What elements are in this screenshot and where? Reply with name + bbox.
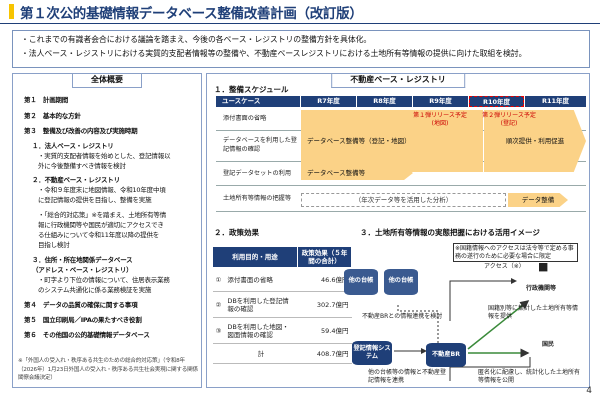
effect-row-no [212, 343, 225, 364]
intro-box: ・これまでの有識者会合における議論を踏まえ、今後の各ベース・レジストリの整備方針… [12, 30, 590, 68]
link-caption-1: 不動産BRとの情報連携を検討 [362, 313, 443, 320]
public-description: 匿名化に配慮し、統計化した土地所有等情報を公開 [478, 369, 581, 384]
page-title: 第１次公的基礎情報データベース整備改善計画（改訂版） [20, 5, 363, 22]
bar-rollout: 順次提供・利用促進 [484, 110, 586, 172]
overview-line: ・令和９年度末に地図情報、令和10年度中頃 [38, 186, 166, 194]
access-note: ※国籍情報へのアクセスは法令等で定める事務の遂行のために必要な場合に限定 [453, 243, 578, 262]
overview-line: 第１ 計画期間 [24, 96, 69, 104]
effect-col-value: 政策効果（５年間の合計） [297, 246, 352, 268]
row-4-label: 土地所有等情報の把握等 [223, 195, 292, 202]
overview-line: （アドレス・ベース・レジストリ） [32, 266, 133, 274]
effect-row-label: DBを利用した登記情報の確認 [224, 291, 298, 318]
usage-diagram: ※国籍情報へのアクセスは法令等で定める事務の遂行のために必要な場合に限定 他の台… [338, 241, 586, 387]
schedule-table: ユースケース R7年度 R8年度 R9年度 R10年度 R11年度 添付書面の省… [216, 96, 586, 216]
effect-col-purpose: 利用目的・用途 [212, 246, 298, 268]
public-label: 国民 [542, 341, 555, 348]
link-caption-2: 他の台帳等の情報と不動産登記情報を連携 [368, 369, 447, 384]
bar-dataset: データベース整備等 [301, 166, 413, 180]
page-number: 4 [586, 386, 592, 396]
bar-db-build: データベース整備等（登記・地図） [301, 110, 483, 172]
intro-line-1: ・これまでの有識者会合における議論を踏まえ、今後の各ベース・レジストリの整備方針… [21, 35, 372, 44]
row-3-label: 登記データセットの利用 [223, 170, 292, 177]
effect-row: ② DBを利用した登記情報の確認 302.7億円 [212, 291, 352, 318]
row-3: 登記データセットの利用 [216, 162, 586, 186]
access-label: アクセス（※） [484, 263, 525, 270]
br-cylinder: 不動産BR [426, 343, 466, 367]
release-2-label: 第２弾リリース予定(登記) [482, 112, 536, 127]
ledger-cylinder-1: 他の台帳 [344, 269, 378, 295]
effect-row-total: 計 408.7億円 [212, 343, 352, 364]
effect-row: ③ DBを利用した地図・図面情報の確認 59.4億円 [212, 317, 352, 344]
arrow-gov-green [467, 300, 530, 350]
overview-line: 第５ 国立印刷局／IPAの果たすべき役割 [24, 316, 142, 324]
effect-row-no: ① [212, 267, 225, 292]
effect-row: ① 添付書面の省略 46.6億円 [212, 267, 352, 292]
overview-line: ・実質的支配者情報を始めとした、登記情報以 [38, 152, 171, 160]
bar-analysis-label: （年次データ等を活用した分析） [354, 195, 453, 204]
overview-header: 全体概要 [72, 74, 142, 88]
bar-analysis: （年次データ等を活用した分析） [301, 193, 506, 207]
effect-row-label: 添付書面の省略 [224, 267, 298, 292]
effect-row-no: ② [212, 291, 225, 318]
effect-row-no: ③ [212, 317, 225, 344]
row-4: 土地所有等情報の把握等 [216, 186, 586, 212]
overview-line: 報に行政機関等や国民が適切にアクセスでき [38, 221, 164, 229]
arrow-to-gov [449, 278, 517, 321]
arrow-to-public [449, 357, 531, 381]
effect-row-value: 46.6億円 [297, 267, 352, 292]
row-1-label: 添付書面の省略 [223, 115, 267, 122]
overview-line: 第６ その他国の公的基礎情報データベース [24, 331, 150, 339]
effect-row-value: 302.7億円 [297, 291, 352, 318]
overview-line: ２．不動産ベース・レジストリ [32, 176, 120, 184]
overview-panel: 全体概要 [12, 73, 202, 388]
overview-line: 外に今後整備すべき情報を検討 [38, 162, 126, 170]
effect-total-label: 計 [224, 343, 298, 364]
col-usecase: ユースケース [216, 96, 300, 107]
bar-data-prep: データ整備 [508, 193, 568, 207]
col-r9: R9年度 [413, 96, 468, 107]
footnote: ※「外国人の受入れ・秩序ある共生のための総合的対応策」（令和8年（2026年）1… [18, 358, 198, 381]
overview-line: に登記情報の提供を目指し、整備を実施 [38, 196, 152, 204]
overview-line: ・「総合的対応策」※を踏まえ、土地所有等情 [38, 211, 166, 219]
realestate-panel: 不動産ベース・レジストリ [206, 73, 590, 388]
gov-description: 国籍別等に集計した土地所有等情報を提供 [488, 305, 579, 320]
effect-row-value: 59.4億円 [297, 317, 352, 344]
release-1-label: 第１弾リリース予定(地図) [413, 112, 467, 127]
diagram-lines [394, 278, 531, 381]
usage-heading: ３．土地所有等情報の実態把握における活用イメージ [360, 228, 540, 237]
effect-total-value: 408.7億円 [297, 343, 352, 364]
effect-row-label: DBを利用した地図・図面情報の確認 [224, 317, 298, 344]
col-r11: R11年度 [525, 96, 586, 107]
intro-line-2: ・法人ベース・レジストリにおける実質的支配者情報等の整備や、不動産ベースレジスト… [21, 49, 527, 58]
effect-heading: ２．政策効果 [214, 228, 259, 237]
realestate-header: 不動産ベース・レジストリ [331, 74, 465, 88]
bar-rollout-label: 順次提供・利用促進 [505, 136, 565, 145]
col-r10: R10年度 [469, 96, 524, 107]
overview-line: 第２ 基本的な方針 [24, 112, 81, 120]
col-r8: R8年度 [357, 96, 412, 107]
title-accent [9, 4, 14, 19]
overview-line: ３．住所・所在地関係データベース [32, 256, 133, 264]
registry-cylinder: 登記情報システム [352, 341, 392, 365]
bar-data-prep-label: データ整備 [521, 195, 555, 204]
gov-label: 行政機関等 [526, 285, 557, 292]
overview-line: 第４ データの品質の確保に関する事項 [24, 301, 138, 309]
overview-line: る仕組みについて令和11年度以降の提供を [38, 231, 160, 239]
schedule-heading: １．整備スケジュール [214, 85, 289, 94]
bar-db-build-label: データベース整備等（登記・地図） [307, 136, 411, 145]
overview-line: 目指し検討 [38, 241, 70, 249]
row-2-label: データベースを利用した登記情報の確認 [223, 137, 297, 153]
col-r7: R7年度 [301, 96, 356, 107]
ledger-cylinder-2: 他の台帳 [384, 269, 418, 295]
overview-line: のシステム共通化に係る業務検証を実施 [38, 286, 152, 294]
bar-dataset-label: データベース整備等 [307, 168, 366, 177]
overview-line: 第３ 整備及び改善の内容及び実施時期 [24, 127, 138, 135]
link-other-ledger [397, 305, 439, 353]
gov-person-icon: ■ [538, 260, 549, 273]
overview-line: ・町字より下位の情報について、住居表示業務 [38, 276, 170, 284]
effect-table: 利用目的・用途 政策効果（５年間の合計） ① 添付書面の省略 46.6億円 ② … [212, 246, 352, 364]
overview-line: １．法人ベース・レジストリ [32, 142, 114, 150]
title-bar: 第１次公的基礎情報データベース整備改善計画（改訂版） [0, 0, 600, 24]
